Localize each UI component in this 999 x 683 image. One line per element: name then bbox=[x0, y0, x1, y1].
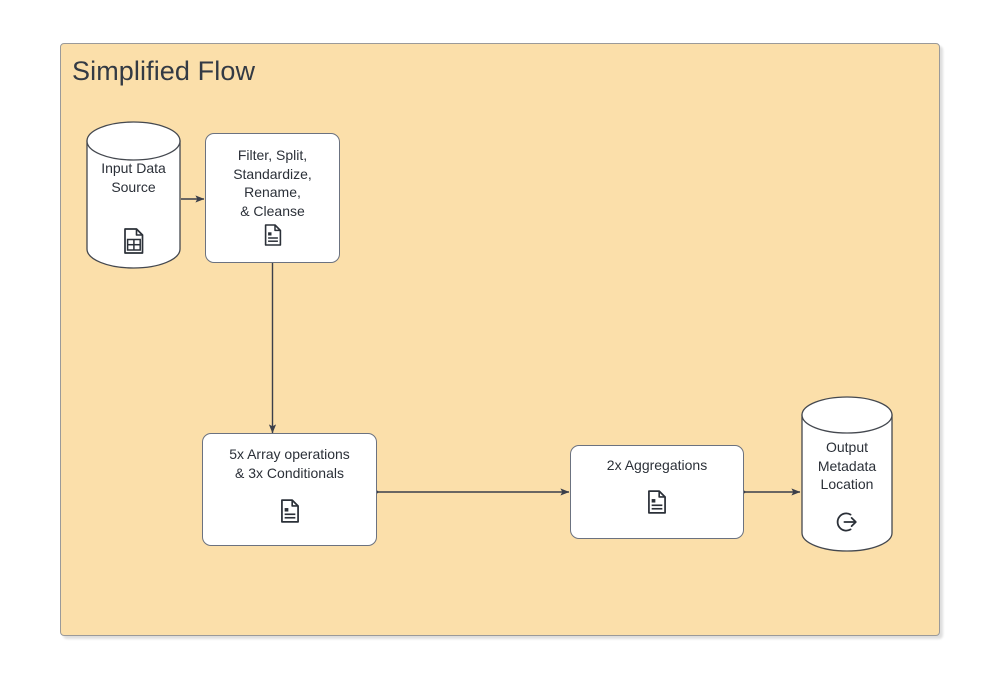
export-arrow-circle-icon bbox=[801, 510, 893, 534]
cylinder-shape bbox=[86, 121, 181, 269]
node-array-operations-conditionals[interactable]: 5x Array operations & 3x Conditionals bbox=[202, 433, 377, 546]
document-icon bbox=[280, 499, 300, 524]
node-input-data-source[interactable]: Input Data Source bbox=[86, 121, 181, 269]
document-icon bbox=[647, 489, 667, 514]
cylinder-shape bbox=[801, 396, 893, 552]
node-filter-split-standardize-rename-cleanse[interactable]: Filter, Split, Standardize, Rename, & Cl… bbox=[205, 133, 340, 263]
document-icon bbox=[264, 224, 282, 247]
node-label: 2x Aggregations bbox=[606, 457, 708, 473]
node-label: Filter, Split, Standardize, Rename, & Cl… bbox=[233, 147, 312, 219]
node-aggregations[interactable]: 2x Aggregations bbox=[570, 445, 744, 539]
node-label: Input Data Source bbox=[101, 160, 166, 195]
node-output-metadata-location[interactable]: Output Metadata Location bbox=[801, 396, 893, 552]
node-label: Output Metadata Location bbox=[817, 439, 877, 493]
table-document-icon bbox=[86, 228, 181, 254]
node-label: 5x Array operations & 3x Conditionals bbox=[229, 446, 350, 481]
page-title: Simplified Flow bbox=[72, 56, 256, 86]
